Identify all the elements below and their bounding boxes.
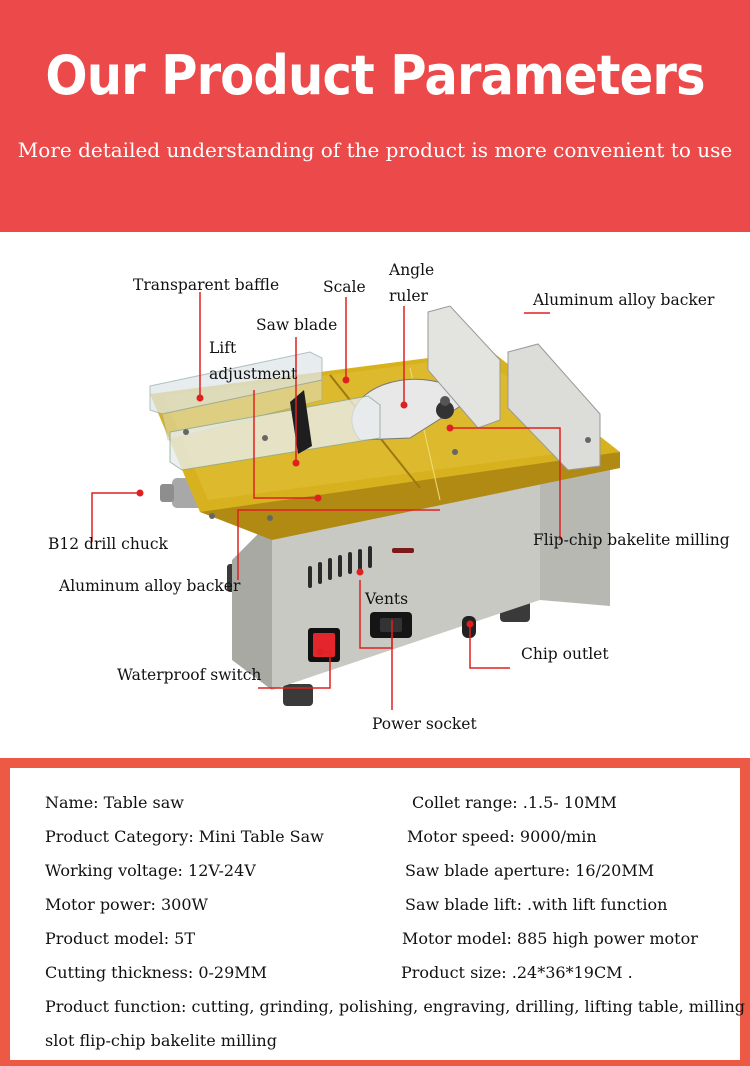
indicator-slot [392,548,414,553]
param-category: Product Category: Mini Table Saw [45,827,324,846]
page-subtitle: More detailed understanding of the produ… [17,138,733,162]
param-blade-lift: Saw blade lift: .with lift function [405,895,668,914]
parameters-card: Name: Table saw Product Category: Mini T… [10,768,745,1060]
param-motor-power: Motor power: 300W [45,895,208,914]
label-waterproof-switch: Waterproof switch [117,666,262,684]
callout-lines [91,292,561,710]
vents-slots [308,546,372,588]
label-saw-blade: Saw blade [256,316,338,334]
param-motor-speed: Motor speed: 9000/min [407,827,597,846]
lift-knob [436,401,454,419]
table-edge [200,452,620,540]
label-aluminum-backer-top: Aluminum alloy backer [533,291,715,309]
table-saw-illustration [91,292,620,710]
aluminum-backer [507,343,601,471]
label-vents: Vents [365,590,409,608]
label-flip-chip: Flip-chip bakelite milling [533,531,730,549]
param-function-line2: slot flip-chip bakelite milling [45,1031,277,1050]
fence [169,395,381,471]
label-scale: Scale [323,278,366,296]
label-angle-ruler-line1: Angle [389,261,435,279]
machine-body-right [540,468,610,606]
label-aluminum-backer-bottom: Aluminum alloy backer [59,577,241,595]
label-lift-line1: Lift [209,339,237,357]
label-power-socket: Power socket [372,715,477,733]
label-drill-chuck: B12 drill chuck [48,535,168,553]
param-model: Product model: 5T [45,929,196,948]
label-chip-outlet: Chip outlet [521,645,609,663]
param-product-size: Product size: .24*36*19CM . [401,963,633,982]
label-transparent-baffle: Transparent baffle [133,276,280,294]
page-title: Our Product Parameters [45,44,705,107]
label-lift-line2: adjustment [209,365,298,383]
param-voltage: Working voltage: 12V-24V [45,861,256,880]
machine-body-side [232,520,272,690]
callout-dots [136,376,474,656]
param-blade-aperture: Saw blade aperture: 16/20MM [405,861,655,880]
param-function-line1: Product function: cutting, grinding, pol… [45,997,745,1016]
param-collet-range: Collet range: .1.5- 10MM [412,793,617,812]
aluminum-backer [427,305,501,429]
param-name: Name: Table saw [45,793,184,812]
transparent-baffle [149,351,323,415]
foot [283,684,313,706]
parameters-panel: Name: Table saw Product Category: Mini T… [0,758,750,1066]
param-cutting-thickness: Cutting thickness: 0-29MM [45,963,268,982]
header-banner: Our Product Parameters More detailed und… [0,0,750,232]
param-motor-model: Motor model: 885 high power motor [402,929,698,948]
product-diagram: Transparent baffle Scale Angle ruler Alu… [0,232,750,758]
label-angle-ruler-line2: ruler [389,287,428,305]
